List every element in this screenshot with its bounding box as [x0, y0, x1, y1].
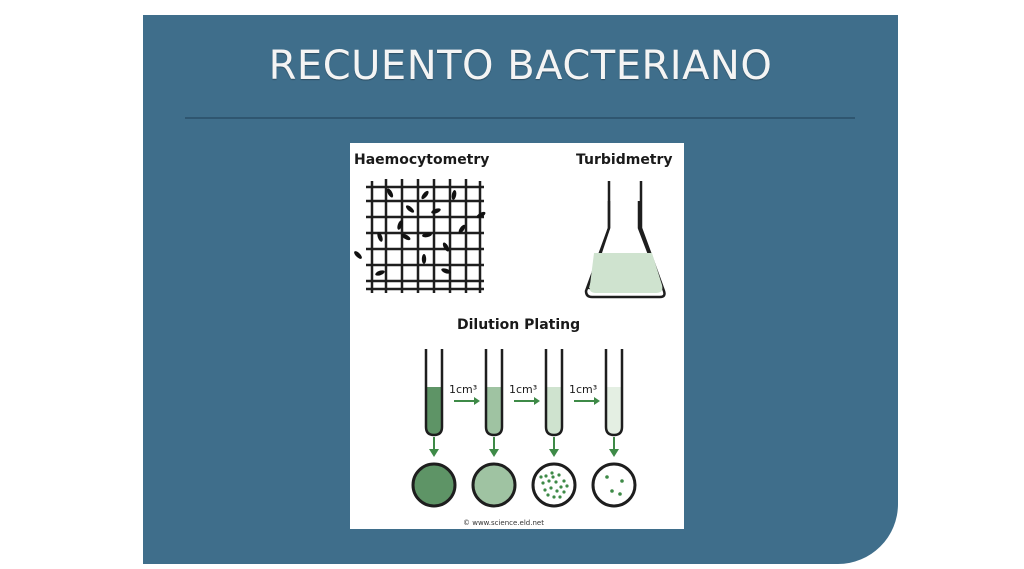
transfer-arrows	[454, 397, 600, 405]
transfer-label-3: 1cm³	[569, 383, 597, 396]
haemocytometry-label: Haemocytometry	[354, 152, 489, 168]
agar-plate-2-icon	[471, 462, 517, 508]
agar-plate-4-icon	[591, 462, 637, 508]
transfer-label-2: 1cm³	[509, 383, 537, 396]
conical-flask-icon	[584, 181, 666, 299]
test-tube-3-icon	[544, 349, 564, 437]
haemocytometer-grid-icon	[366, 179, 484, 293]
agar-plate-3-icon	[531, 462, 577, 508]
plating-arrows	[429, 437, 619, 457]
transfer-label-1: 1cm³	[449, 383, 477, 396]
title-divider	[185, 117, 855, 119]
turbidmetry-label: Turbidmetry	[576, 152, 673, 168]
test-tube-1-icon	[424, 349, 444, 437]
agar-plate-1-icon	[411, 462, 457, 508]
bacteria-cells	[354, 188, 486, 276]
bacterial-count-figure: Haemocytometry Turbidmetry	[350, 143, 684, 529]
slide-title: RECUENTO BACTERIANO	[268, 43, 773, 89]
dilution-plating-label: Dilution Plating	[457, 317, 580, 333]
image-credit: © www.science.eld.net	[463, 519, 544, 527]
test-tube-2-icon	[484, 349, 504, 437]
test-tube-4-icon	[604, 349, 624, 437]
